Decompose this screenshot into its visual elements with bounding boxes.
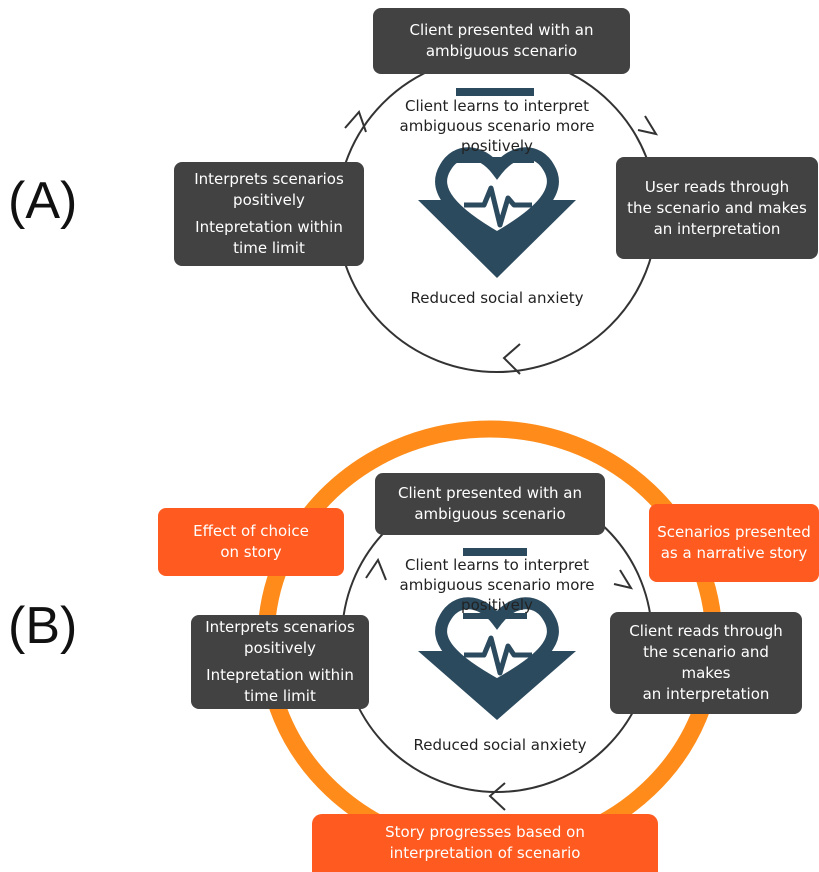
outcome-text-a: Reduced social anxiety [410,289,584,307]
right-box-a: User reads through the scenario and make… [616,157,818,259]
box-text: an interpretation [653,219,781,238]
heart-pulse-icon [418,597,576,720]
panel-a: (A) Client presented with an ambiguous s… [0,0,819,400]
orange-box-top-left: Effect of choice on story [158,508,344,576]
center-line: Client learns to interpret [404,556,590,574]
box-text: Intepretation within [206,666,354,684]
center-line: positively [461,596,533,614]
box-text: User reads through [644,177,790,196]
box-text: ambiguous scenario [425,42,578,60]
cycle-arrow-icon [502,343,521,375]
cycle-arrow-icon [488,782,506,811]
box-text: positively [233,191,305,209]
divider-bar [456,157,534,163]
cycle-arrow-icon [637,115,659,136]
center-text-a: Client learns to interpret ambiguous sce… [382,96,612,156]
box-text: an interpretation [642,685,770,703]
top-box-b: Client presented with an ambiguous scena… [375,473,605,535]
box-text: time limit [233,239,305,257]
box-text: Scenarios presented [657,523,811,541]
box-text: Story progresses based on [385,823,585,841]
box-text: on story [220,543,282,561]
heart-pulse-icon [418,147,576,278]
right-box-b: Client reads through the scenario and ma… [610,612,802,714]
box-text: as a narrative story [660,544,808,562]
box-text: the scenario and makes [643,643,769,682]
box-text: Client reads through [629,622,783,640]
center-text-b: Client learns to interpret ambiguous sce… [382,555,612,615]
center-line: Client learns to interpret [404,97,590,115]
panel-b-label: (B) [8,597,78,655]
outcome-text-b: Reduced social anxiety [413,736,587,754]
box-text: the scenario and makes [627,198,807,217]
box-text: Intepretation within [195,218,343,236]
top-box-a: Client presented with an ambiguous scena… [373,8,630,74]
box-text: Client presented with an [409,21,594,39]
box-text: Client presented with an [397,484,583,502]
panel-b: (B) Client presented with an ambiguous s… [0,400,819,872]
left-box-a: Interprets scenarios positively Intepret… [174,162,364,266]
cycle-arrow-icon [365,557,387,581]
box-text: ambiguous scenario [414,505,566,523]
cycle-diagram-a [336,55,659,375]
box-text: positively [244,639,316,657]
divider-bar [456,88,534,96]
box-text: interpretation of scenario [389,844,581,862]
orange-box-top-right: Scenarios presented as a narrative story [649,504,819,582]
box-text: Interprets scenarios [194,170,344,188]
box-text: Interprets scenarios [205,618,355,636]
cycle-arrow-icon [344,110,367,133]
cycle-arrow-icon [613,569,634,590]
box-text: time limit [244,687,316,705]
orange-box-bottom: Story progresses based on interpretation… [312,814,658,872]
center-line: ambiguous scenario more [399,576,595,594]
divider-bar [463,613,527,619]
center-line: ambiguous scenario more [399,117,595,135]
box-text: Effect of choice [193,522,309,540]
divider-bar [463,548,527,556]
center-line: positively [461,137,533,155]
panel-a-label: (A) [8,172,78,230]
left-box-b: Interprets scenarios positively Intepret… [191,615,369,709]
